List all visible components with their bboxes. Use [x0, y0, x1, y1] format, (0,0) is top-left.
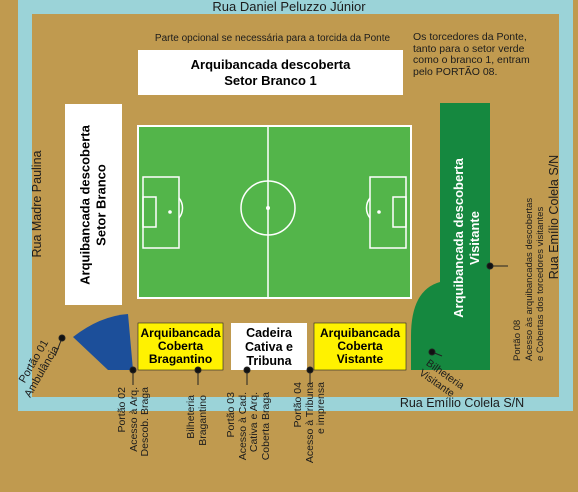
street-left: Rua Madre Paulina — [30, 150, 44, 258]
sector-label-line: Coberta — [157, 339, 204, 353]
sector-visitante-label: Arquibancada descoberta Visitante — [447, 143, 487, 333]
sector-label-line: Arquibancada — [319, 326, 400, 340]
gate-label-line: e Cobertas dos torcedores visitantes — [535, 206, 546, 361]
note-ponte: Os torcedores da Ponte, tanto para o set… — [413, 31, 563, 78]
gate-08-label: Portão 08 Acesso às arquibancadas descob… — [512, 171, 548, 361]
stand-vistante — [313, 322, 407, 371]
sector-label-line: Cadeira — [246, 325, 292, 340]
football-field — [137, 125, 412, 299]
gate-label-line: Coberta Braga — [259, 392, 272, 461]
note-ponte-line: Os torcedores da Ponte, — [413, 31, 527, 43]
gate-02-label: Portão 02 Acesso à Arq. Descob. Braga — [116, 387, 153, 477]
gate-04-label: Portão 04 Acesso à Tribuna e imprensa — [292, 382, 329, 482]
note-ponte-line: pelo PORTÃO 08. — [413, 65, 498, 78]
gate-label-line: Acesso às arquibancadas descobertas — [523, 197, 535, 361]
sector-branco-1-label: Arquibancada descoberta Setor Branco 1 — [138, 50, 403, 95]
sector-branco-label: Arquibancada descoberta Setor Branco — [72, 105, 116, 306]
street-right: Rua Emílio Colela S/N — [547, 154, 561, 280]
gate-label-line: Cativa e Arq. — [248, 392, 260, 453]
street-bottom: Rua Emílio Colela S/N — [399, 396, 525, 410]
sector-label-line: Vistante — [336, 352, 384, 366]
gate-label-line: Descob. Braga — [139, 387, 151, 457]
bilheteria-bragantino-label: Bilheteria Bragantino — [185, 395, 210, 471]
sector-label-line: Arquibancada — [140, 326, 221, 340]
sector-tribuna-label: Cadeira Cativa e Tribuna — [231, 323, 307, 370]
sector-label-line: Arquibancada descoberta — [190, 56, 351, 72]
sector-label-line: Setor Branco — [93, 164, 109, 246]
stand-tribuna — [231, 323, 307, 370]
stand-branco-1 — [138, 50, 403, 95]
sector-vistante-label: Arquibancada Coberta Vistante — [314, 323, 406, 370]
street-top: Rua Daniel Peluzzo Júnior — [212, 0, 366, 14]
sector-label-line: Bragantino — [148, 352, 213, 366]
gate-label-line: Portão 04 — [292, 382, 304, 428]
gate-label-line: Bilheteria — [185, 395, 197, 439]
stand-visitante-green — [411, 103, 490, 370]
gate-label-line: Portão 03 — [225, 392, 237, 438]
note-optional: Parte opcional se necessária para a torc… — [154, 33, 391, 44]
note-ponte-line: tanto para o setor verde — [413, 42, 525, 55]
sector-label-line: Cativa e — [245, 339, 293, 354]
sector-label-line: Arquibancada descoberta — [451, 158, 466, 318]
sector-label-line: Arquibancada descoberta — [77, 125, 93, 285]
gate-03-label: Portão 03 Acesso à Cad. Cativa e Arq. Co… — [225, 392, 272, 478]
sector-label-line: Visitante — [467, 211, 482, 265]
stand-bragantino — [137, 322, 224, 371]
sector-bragantino-label: Arquibancada Coberta Bragantino — [138, 323, 223, 370]
gate-label-line: Bragantino — [196, 395, 209, 446]
stand-branco — [65, 104, 122, 305]
gate-label-line: Portão 08 — [512, 319, 523, 361]
street-ring — [18, 0, 573, 411]
note-ponte-line: como o branco 1, entram — [413, 54, 530, 66]
gate-label-line: e imprensa — [315, 382, 327, 434]
sector-label-line: Setor Branco 1 — [224, 72, 317, 88]
gate-markers — [54, 262, 508, 385]
sector-label-line: Tribuna — [246, 353, 292, 368]
stand-blue — [73, 314, 133, 370]
sector-label-line: Coberta — [337, 339, 383, 353]
gate-label-line: Portão 02 — [116, 387, 128, 433]
